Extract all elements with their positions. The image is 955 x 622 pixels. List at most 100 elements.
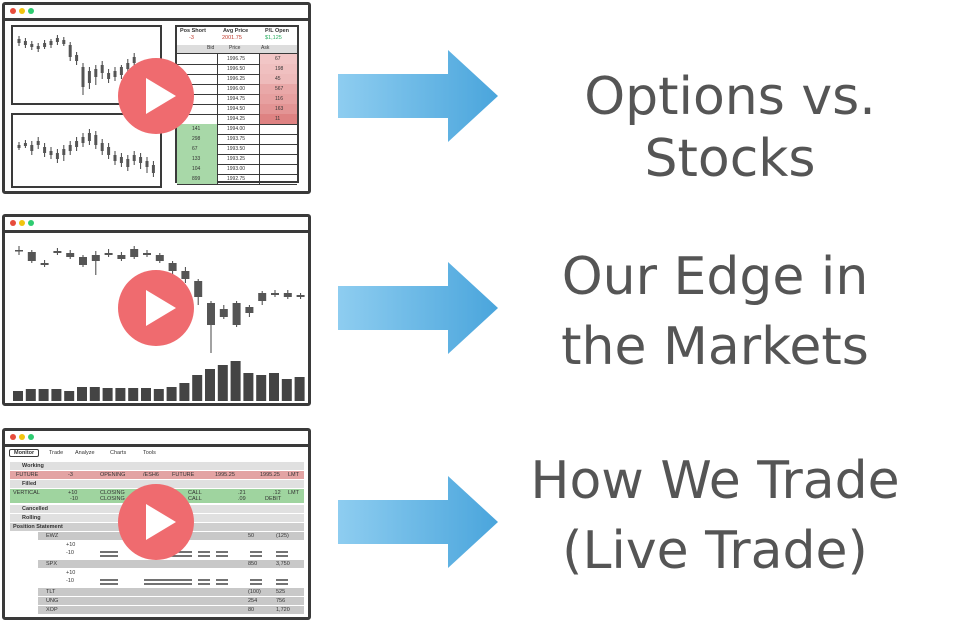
bid-cell[interactable]: [177, 64, 218, 74]
candle-body: [40, 263, 49, 265]
price-cell[interactable]: [218, 164, 260, 174]
bid-cell[interactable]: [177, 174, 218, 184]
price-cell[interactable]: [218, 134, 260, 144]
bid-size: 141: [192, 126, 201, 132]
maximize-dot-icon: [28, 8, 34, 14]
ask-cell[interactable]: [260, 54, 297, 64]
label-how-we-trade-line2[interactable]: (Live Trade): [562, 521, 868, 581]
ask-cell[interactable]: [260, 114, 297, 124]
ask-cell[interactable]: [260, 104, 297, 114]
candle-body: [91, 255, 100, 261]
bid-cell[interactable]: [177, 74, 218, 84]
ask-cell[interactable]: [260, 144, 297, 154]
bid-cell[interactable]: [177, 144, 218, 154]
price-cell[interactable]: [218, 114, 260, 124]
price-cell[interactable]: [218, 64, 260, 74]
price-cell[interactable]: [218, 144, 260, 154]
price-cell[interactable]: [218, 124, 260, 134]
candle-body: [66, 253, 75, 257]
price-cell[interactable]: [218, 174, 260, 184]
tab-charts[interactable]: Charts: [110, 450, 127, 456]
candle-body: [36, 46, 40, 49]
window-titlebar: [5, 217, 308, 233]
video-window-how-we-trade[interactable]: Monitor Trade Analyze Charts Tools Worki…: [2, 428, 311, 620]
bid-cell[interactable]: [177, 104, 218, 114]
ask-cell[interactable]: [260, 124, 297, 134]
working-order-row[interactable]: FUTURE -3 OPENING /ESH6 FUTURE 1995.25 1…: [10, 471, 304, 479]
label-options-vs-stocks[interactable]: Options vs. Stocks: [584, 67, 876, 190]
price-cell[interactable]: [218, 104, 260, 114]
position-legs: +10-10: [38, 569, 304, 587]
play-button-1[interactable]: [118, 58, 194, 134]
position-qty: 254: [248, 598, 258, 604]
ask-cell[interactable]: [260, 94, 297, 104]
price-cell[interactable]: [218, 84, 260, 94]
tab-tools[interactable]: Tools: [143, 450, 156, 456]
volume-bar: [141, 388, 151, 401]
position-pl: (125): [276, 533, 289, 539]
label-our-edge-line1[interactable]: Our Edge in: [561, 247, 869, 307]
ask-cell[interactable]: [260, 74, 297, 84]
bid-cell[interactable]: [177, 94, 218, 104]
tab-trade[interactable]: Trade: [49, 450, 64, 456]
candle-body: [132, 155, 136, 161]
candle-body: [36, 141, 40, 145]
price-cell[interactable]: [218, 94, 260, 104]
play-button-3[interactable]: [118, 484, 194, 560]
ask-cell[interactable]: [260, 164, 297, 174]
candlestick-volume-chart: [13, 246, 305, 401]
bid-cell[interactable]: [177, 164, 218, 174]
bid-cell[interactable]: [177, 154, 218, 164]
candle-body: [17, 39, 21, 43]
candle-body: [130, 249, 139, 257]
label-our-edge-line2[interactable]: the Markets: [561, 317, 869, 377]
tab-monitor[interactable]: Monitor: [9, 449, 40, 457]
bid-cell[interactable]: [177, 114, 218, 124]
price-cell[interactable]: [218, 54, 260, 64]
video-window-our-edge[interactable]: [2, 214, 311, 406]
order-effect: OPENING: [100, 472, 126, 478]
ask-cell[interactable]: [260, 154, 297, 164]
label-how-we-trade-line1[interactable]: How We Trade: [530, 451, 900, 511]
ask-cell[interactable]: [260, 64, 297, 74]
bid-cell[interactable]: [177, 134, 218, 144]
ladder-columns: Bid Price Ask: [177, 45, 297, 54]
price-cell[interactable]: [218, 154, 260, 164]
video-window-options-vs-stocks[interactable]: Pos Short -3 Avg Price 2001.75 P/L Open …: [2, 2, 311, 194]
candle-body: [117, 255, 126, 259]
fill-qty-1: +10: [68, 490, 78, 496]
ask-cell[interactable]: [260, 134, 297, 144]
tab-analyze[interactable]: Analyze: [75, 450, 95, 456]
price-cell[interactable]: [218, 74, 260, 84]
candle-body: [43, 147, 47, 153]
position-row[interactable]: TLT(100)525: [38, 588, 304, 596]
volume-bar: [64, 391, 75, 401]
volume-bar: [153, 389, 164, 401]
bid-cell[interactable]: [177, 54, 218, 64]
candle-body: [126, 159, 130, 167]
ask-size: 11: [275, 116, 281, 122]
bid-cell[interactable]: [177, 84, 218, 94]
ask-cell[interactable]: [260, 174, 297, 184]
ask-cell[interactable]: [260, 84, 297, 94]
play-button-2[interactable]: [118, 270, 194, 346]
working-label: Working: [22, 463, 44, 469]
bid-cell[interactable]: [177, 124, 218, 134]
candle-body: [119, 157, 123, 163]
